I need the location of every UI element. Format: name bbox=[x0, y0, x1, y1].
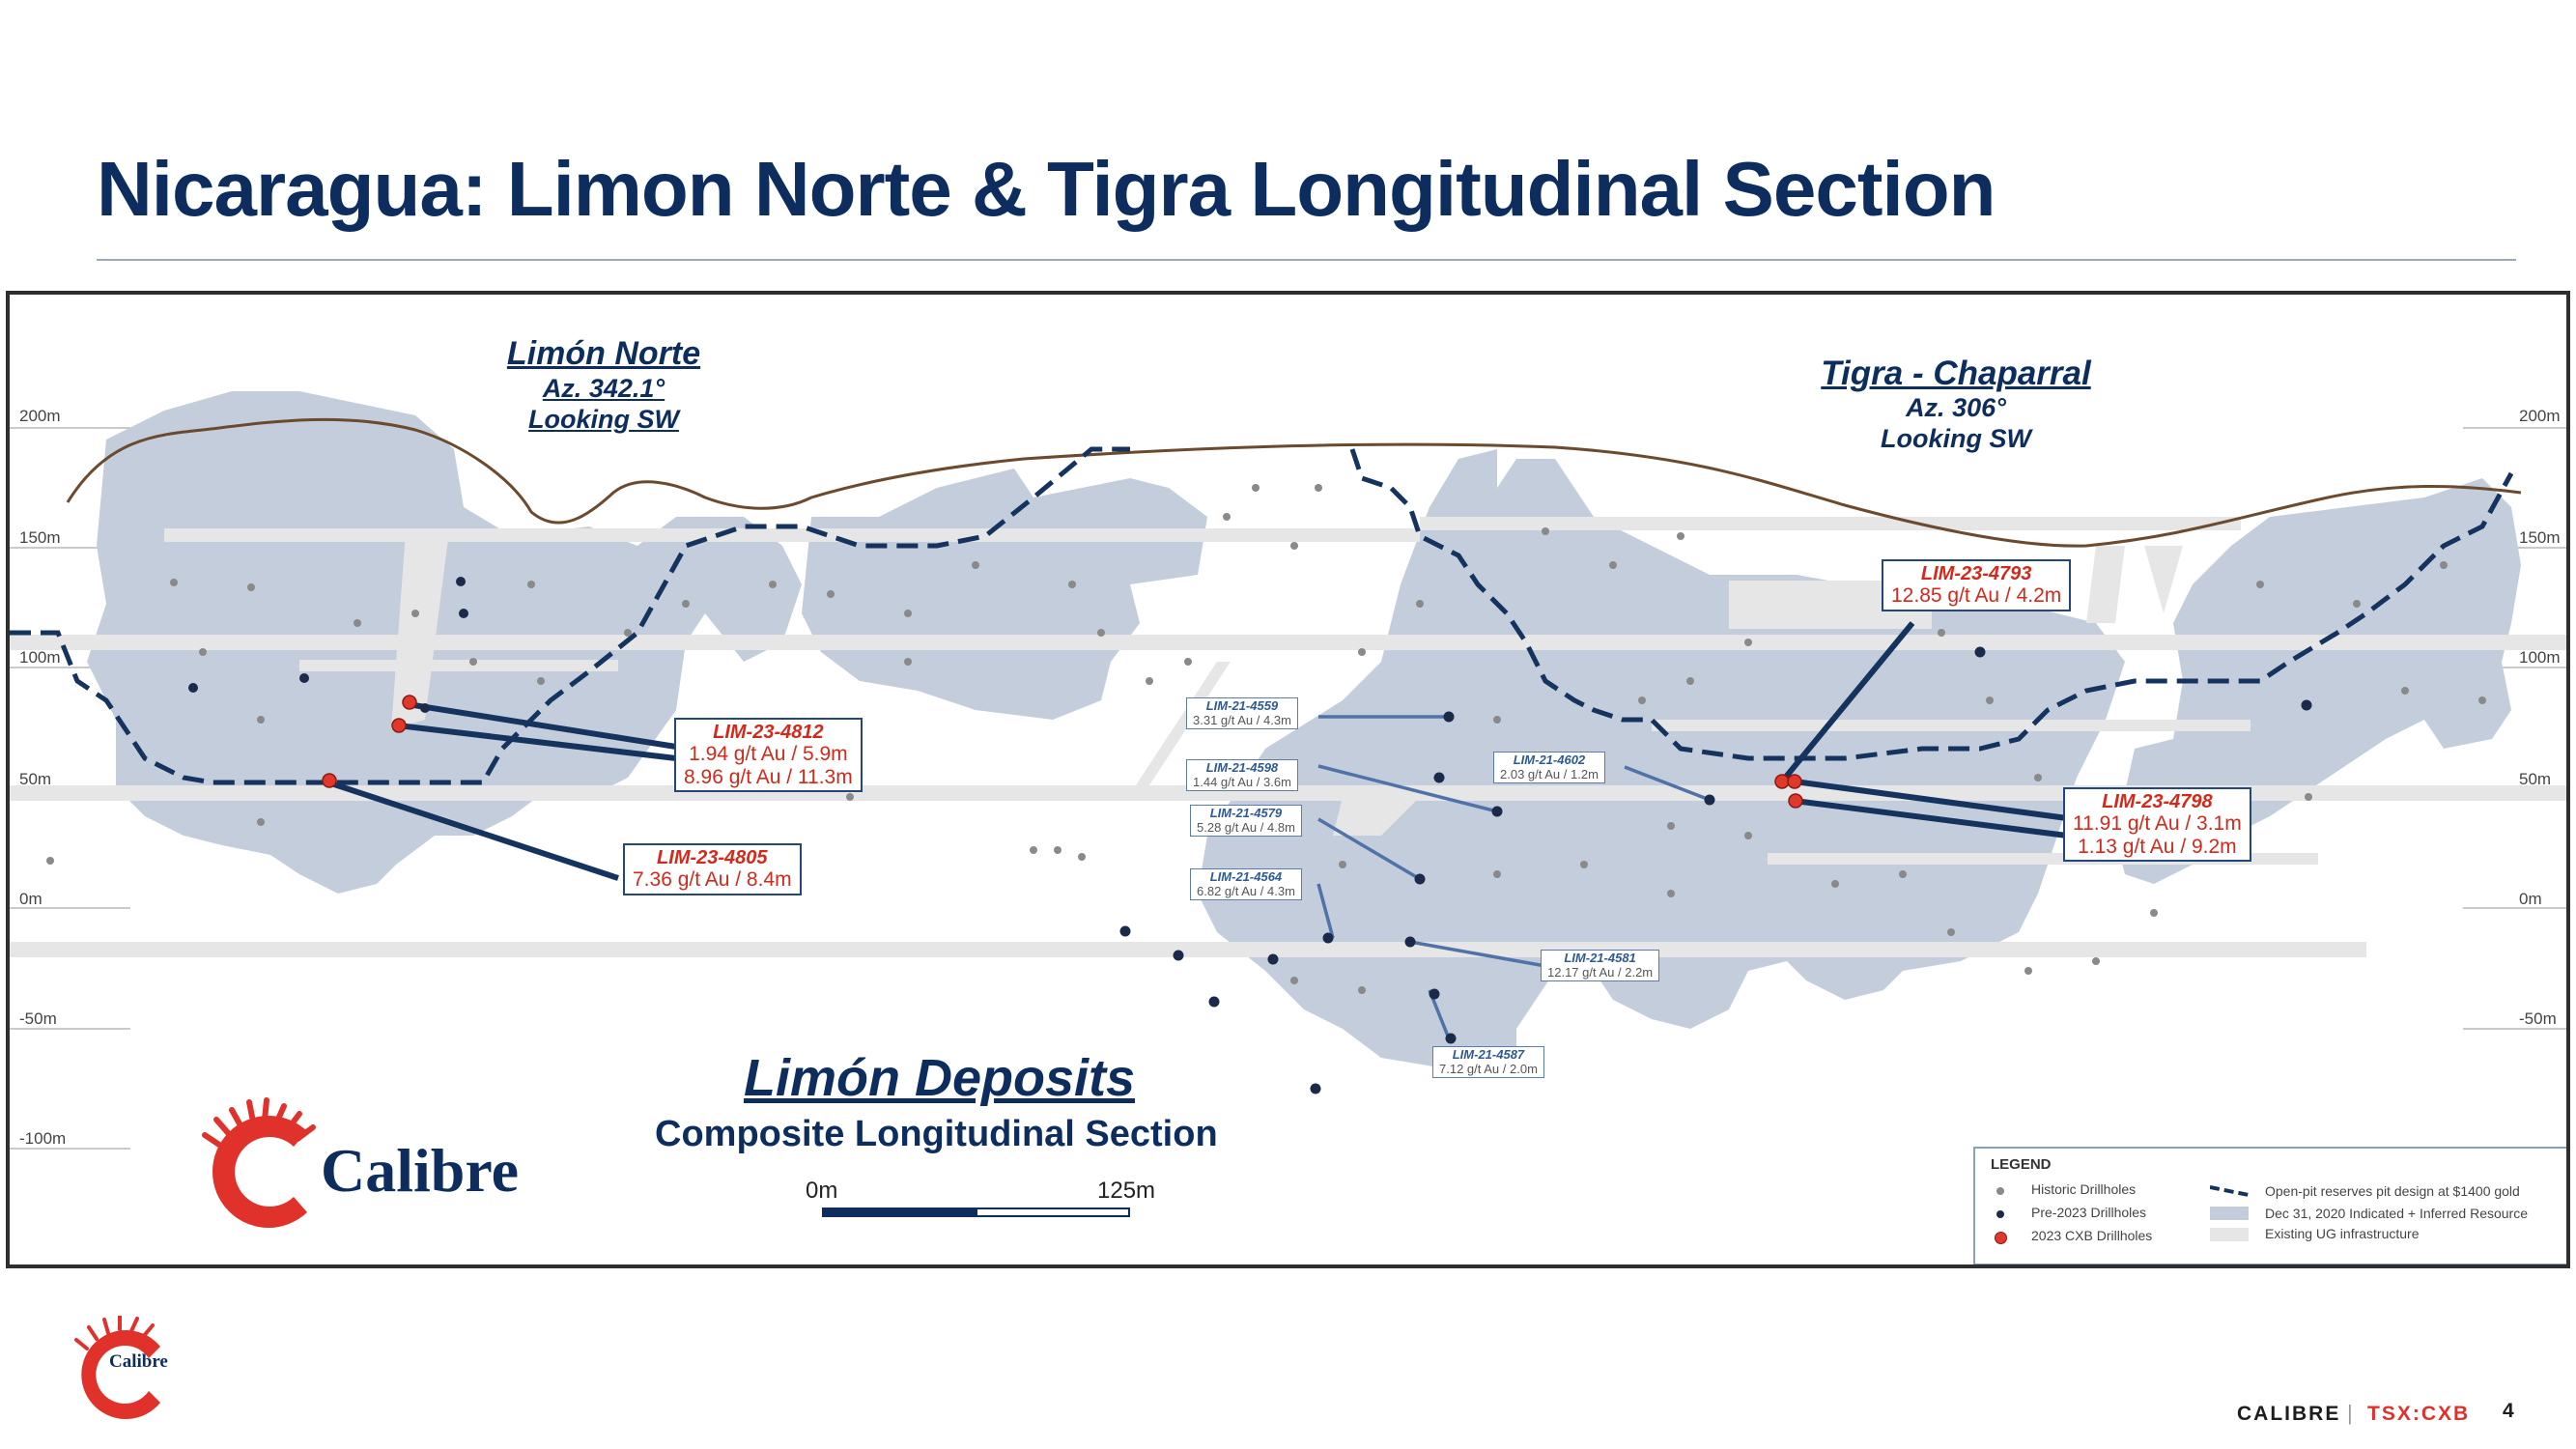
title-divider bbox=[97, 259, 2516, 261]
deposits-subtitle: Composite Longitudinal Section bbox=[655, 1114, 1218, 1154]
section-looking-left: Looking SW bbox=[528, 405, 679, 434]
callout-grade: 8.96 g/t Au / 11.3m bbox=[684, 765, 853, 788]
footer-separator: | bbox=[2347, 1401, 2353, 1425]
callout-lim-21-4564: LIM-21-4564 6.82 g/t Au / 4.3m bbox=[1190, 868, 1302, 901]
callout-grade: 12.85 g/t Au / 4.2m bbox=[1891, 584, 2062, 608]
elev-label-right: -50m bbox=[2519, 1009, 2557, 1028]
scale-label-end: 125m bbox=[1097, 1178, 1156, 1204]
callout-hole-id: LIM-21-4564 bbox=[1209, 869, 1283, 884]
brand-wordmark: Calibre bbox=[321, 1136, 520, 1205]
section-looking-right: Looking SW bbox=[1881, 424, 2031, 453]
calibre-logo-mark bbox=[202, 1097, 316, 1228]
elev-label-left: -100m bbox=[19, 1129, 67, 1148]
elev-label-right: 0m bbox=[2519, 890, 2542, 908]
section-name-right: Tigra - Chaparral bbox=[1821, 355, 2091, 392]
callout-lim-21-4598: LIM-21-4598 1.44 g/t Au / 3.6m bbox=[1186, 759, 1298, 792]
topography-line bbox=[66, 417, 2522, 548]
legend-item-label: Pre-2023 Drillholes bbox=[2031, 1205, 2147, 1220]
callout-hole-id: LIM-21-4581 bbox=[1564, 951, 1636, 965]
callout-lim-23-4805: LIM-23-4805 7.36 g/t Au / 8.4m bbox=[623, 843, 802, 895]
callout-hole-id: LIM-21-4579 bbox=[1209, 806, 1283, 820]
callout-hole-id: LIM-23-4798 bbox=[2102, 791, 2213, 812]
legend-item-label: Dec 31, 2020 Indicated + Inferred Resour… bbox=[2265, 1206, 2529, 1221]
callout-lim-21-4559: LIM-21-4559 3.31 g/t Au / 4.3m bbox=[1186, 697, 1298, 730]
callout-lim-23-4798: LIM-23-4798 11.91 g/t Au / 3.1m 1.13 g/t… bbox=[2063, 787, 2251, 863]
scale-label-start: 0m bbox=[806, 1178, 838, 1204]
pit-design-line-icon bbox=[2210, 1185, 2249, 1197]
callout-grade: 6.82 g/t Au / 4.3m bbox=[1197, 883, 1295, 898]
callout-lim-21-4602: LIM-21-4602 2.03 g/t Au / 1.2m bbox=[1493, 752, 1605, 784]
legend-item-label: 2023 CXB Drillholes bbox=[2031, 1228, 2153, 1243]
elev-label-left: 0m bbox=[19, 890, 42, 908]
callout-hole-id: LIM-21-4587 bbox=[1452, 1047, 1525, 1062]
resource-swatch-icon bbox=[2210, 1207, 2249, 1220]
callout-hole-id: LIM-21-4598 bbox=[1205, 760, 1279, 775]
section-name-left: Limón Norte bbox=[506, 335, 701, 372]
slide-title: Nicaragua: Limon Norte & Tigra Longitudi… bbox=[97, 146, 1996, 232]
footer-company: CALIBRE bbox=[2237, 1403, 2341, 1425]
elev-label-right: 100m bbox=[2519, 648, 2561, 667]
cxb-2023-drillholes bbox=[322, 695, 1803, 809]
map-legend: LEGEND Historic Drillholes Pre-2023 Dril… bbox=[1973, 1147, 2566, 1264]
callout-hole-id: LIM-23-4812 bbox=[713, 722, 824, 743]
elev-label-right: 50m bbox=[2519, 770, 2552, 788]
historic-drillhole-icon bbox=[1996, 1187, 2004, 1195]
callout-hole-id: LIM-23-4793 bbox=[1920, 563, 2032, 584]
callout-grade: 11.91 g/t Au / 3.1m bbox=[2073, 812, 2242, 836]
callout-grade: 1.13 g/t Au / 9.2m bbox=[2078, 835, 2237, 858]
section-azimuth-left: Az. 342.1° bbox=[542, 374, 665, 403]
callout-lim-23-4812: LIM-23-4812 1.94 g/t Au / 5.9m 8.96 g/t … bbox=[674, 718, 863, 793]
elev-label-right: 150m bbox=[2519, 528, 2561, 547]
drill-traces-2023 bbox=[327, 621, 2068, 881]
longitudinal-section-figure: 200m 150m 100m 50m 0m -50m -100m 200m 15… bbox=[6, 291, 2570, 1268]
open-pit-design-lines bbox=[10, 446, 2514, 785]
pre2023-drillholes bbox=[188, 577, 2312, 1094]
legend-item-label: Existing UG infrastructure bbox=[2265, 1226, 2420, 1241]
callout-lim-21-4587: LIM-21-4587 7.12 g/t Au / 2.0m bbox=[1432, 1046, 1544, 1079]
legend-item-label: Historic Drillholes bbox=[2031, 1181, 2137, 1197]
callout-lim-23-4793: LIM-23-4793 12.85 g/t Au / 4.2m bbox=[1882, 559, 2072, 611]
callout-grade: 3.31 g/t Au / 4.3m bbox=[1193, 712, 1291, 727]
callout-grade: 7.12 g/t Au / 2.0m bbox=[1439, 1061, 1538, 1076]
callout-grade: 1.44 g/t Au / 3.6m bbox=[1193, 774, 1291, 789]
callout-grade: 7.36 g/t Au / 8.4m bbox=[633, 868, 792, 892]
drill-traces-pre2023 bbox=[1316, 715, 1711, 1039]
elev-label-left: 200m bbox=[19, 407, 61, 425]
callout-grade: 12.17 g/t Au / 2.2m bbox=[1547, 964, 1654, 980]
page-number: 4 bbox=[2503, 1400, 2514, 1422]
cxb-2023-drillhole-icon bbox=[1995, 1232, 2007, 1244]
infrastructure-swatch-icon bbox=[2210, 1228, 2249, 1241]
elev-label-left: 50m bbox=[19, 770, 52, 788]
section-azimuth-right: Az. 306° bbox=[1906, 393, 2006, 422]
callout-lim-21-4581: LIM-21-4581 12.17 g/t Au / 2.2m bbox=[1541, 950, 1660, 982]
elev-label-left: 100m bbox=[19, 648, 61, 667]
pre2023-drillhole-icon bbox=[1996, 1210, 2004, 1218]
callout-hole-id: LIM-23-4805 bbox=[657, 847, 768, 868]
elev-label-right: 200m bbox=[2519, 407, 2561, 425]
callout-grade: 1.94 g/t Au / 5.9m bbox=[689, 743, 848, 766]
deposits-title: Limón Deposits bbox=[744, 1049, 1136, 1107]
callout-grade: 2.03 g/t Au / 1.2m bbox=[1500, 766, 1599, 781]
small-logo-wordmark: Calibre bbox=[109, 1351, 168, 1372]
callout-hole-id: LIM-21-4602 bbox=[1513, 753, 1586, 767]
elev-label-left: 150m bbox=[19, 528, 61, 547]
legend-title: LEGEND bbox=[1991, 1156, 2052, 1173]
footer-ticker: TSX:CXB bbox=[2367, 1403, 2471, 1425]
callout-hole-id: LIM-21-4559 bbox=[1205, 698, 1279, 713]
calibre-small-logo-icon bbox=[74, 1316, 160, 1419]
legend-item-label: Open-pit reserves pit design at $1400 go… bbox=[2265, 1183, 2520, 1199]
ug-infrastructure bbox=[10, 517, 2566, 957]
elev-label-left: -50m bbox=[19, 1009, 57, 1028]
callout-lim-21-4579: LIM-21-4579 5.28 g/t Au / 4.8m bbox=[1190, 805, 1302, 838]
callout-grade: 5.28 g/t Au / 4.8m bbox=[1197, 819, 1295, 835]
scale-bar bbox=[822, 1208, 1130, 1217]
